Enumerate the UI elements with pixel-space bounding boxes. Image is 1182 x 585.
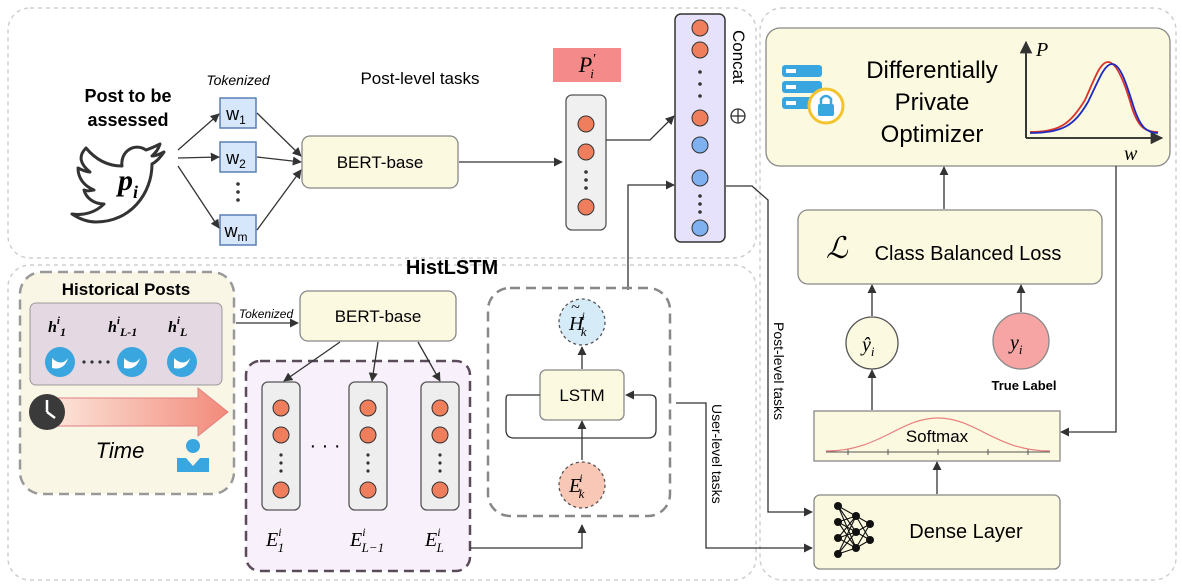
post-panel-border (7, 7, 757, 259)
y-hat-label: ŷi (860, 334, 875, 359)
dense-layer-label: Dense Layer (909, 521, 1023, 543)
embedding-e-l (420, 381, 460, 511)
dp-distribution-plot (1019, 40, 1164, 145)
clock-icon (29, 394, 65, 430)
h-label-l-minus-1: hiL-1 (108, 315, 137, 339)
embedding-e-l-minus-1 (348, 381, 388, 511)
embedding-e1 (261, 381, 301, 511)
svg-text:wm: wm (224, 221, 248, 244)
post-label-line1: Post to be (84, 86, 171, 106)
bert-base-post (301, 135, 459, 189)
lstm-group (486, 286, 672, 518)
history-dots (82, 360, 110, 364)
svg-text:w2: w2 (225, 148, 246, 171)
y-node (992, 312, 1050, 370)
y-label: yi (1008, 332, 1023, 357)
bert-base-history-label: BERT-base (335, 307, 422, 326)
optimizer-to-softmax-arrow (1060, 166, 1117, 437)
softmax-box (813, 410, 1061, 462)
post-symbol: pi (115, 164, 138, 202)
bert-base-history (299, 290, 457, 342)
true-label-caption: True Label (991, 378, 1056, 393)
twitter-circle-icon (45, 347, 75, 377)
concat-to-dense-arrow (726, 185, 813, 517)
secure-database-icon (782, 65, 845, 125)
bert-base-post-label: BERT-base (337, 153, 424, 172)
class-balanced-loss-box (797, 209, 1103, 285)
token-w1: w1 (219, 97, 257, 129)
pprime-to-concat-arrow (606, 115, 675, 141)
h-label-1: hi1 (48, 315, 66, 339)
dp-line1: Differentially (866, 57, 998, 84)
concat-label: Concat (729, 30, 748, 84)
post-to-token-arrows (177, 113, 220, 229)
dp-line3: Optimizer (881, 121, 984, 148)
time-arrow (55, 386, 229, 438)
p-prime-vector (565, 94, 607, 231)
y-hat-node (845, 316, 899, 370)
post-level-tasks-label: Post-level tasks (360, 69, 479, 88)
right-panel-border (759, 7, 1177, 581)
user-level-tasks-label: User-level tasks (709, 404, 725, 504)
lstm-label: LSTM (559, 386, 604, 405)
user-icon (177, 439, 209, 472)
ek-node (558, 461, 606, 509)
post-level-tasks-vertical-label: Post-level tasks (771, 322, 787, 420)
bert-to-embeddings-arrows (283, 341, 441, 382)
token-to-bert-arrows (256, 112, 302, 231)
loss-label: Class Balanced Loss (875, 243, 1062, 265)
h-label-l: hiL (168, 315, 187, 339)
concat-vector (674, 13, 726, 243)
time-label: Time (96, 438, 145, 463)
softmax-label: Softmax (906, 427, 969, 446)
twitter-bird-icon (70, 142, 166, 224)
concat-plus-icon (730, 108, 746, 124)
tokenized-label-top: Tokenized (206, 72, 271, 88)
embedding-dots: · · · (309, 435, 340, 457)
token-wm: wm (219, 214, 257, 246)
p-prime-nodes (577, 115, 595, 216)
h-tilde-to-concat-arrow (627, 180, 675, 290)
neural-network-icon (834, 502, 874, 558)
svg-text:w1: w1 (225, 104, 246, 127)
axis-w-label: w (1124, 143, 1138, 165)
tokenized-label-history: Tokenized (239, 307, 294, 321)
dp-optimizer-box (765, 27, 1171, 167)
axis-p-label: P (1035, 39, 1048, 61)
histlstm-title: HistLSTM (406, 257, 498, 279)
twitter-circle-icon (117, 347, 147, 377)
history-panel-border (7, 264, 757, 581)
historical-posts-title: Historical Posts (62, 280, 191, 299)
concat-nodes (691, 19, 709, 237)
dense-layer-box (813, 494, 1061, 570)
h-tilde-node (558, 298, 606, 346)
h-tilde-mark: ~ (571, 299, 580, 316)
user-level-to-dense-arrow (676, 402, 813, 553)
embeddings-to-ek-arrow (470, 524, 587, 549)
post-label-line2: assessed (87, 110, 168, 130)
p-prime-badge (553, 48, 621, 82)
twitter-circle-icon (167, 347, 197, 377)
loss-symbol: ℒ (826, 232, 849, 265)
p-prime-label: P′i (578, 52, 596, 81)
softmax-curve (825, 417, 1051, 455)
dp-line2: Private (895, 89, 970, 116)
token-dots (236, 182, 240, 202)
lstm-recurrent-loop (505, 390, 657, 439)
token-w2: w2 (219, 141, 257, 173)
